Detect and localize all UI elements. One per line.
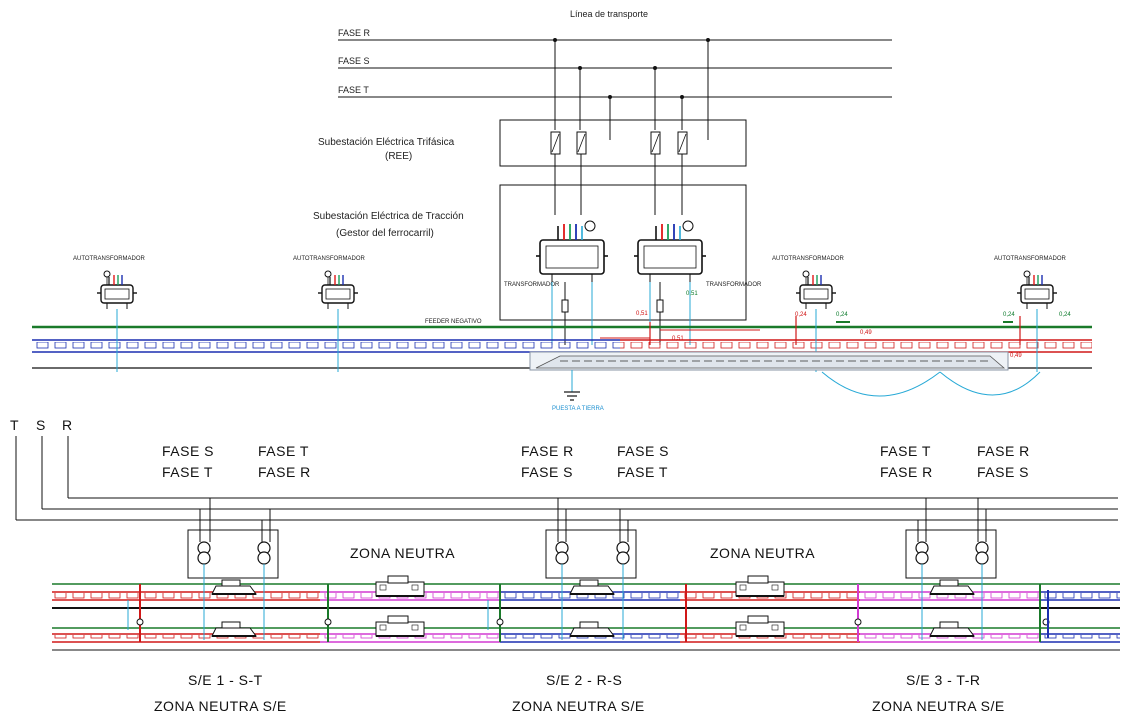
se3-phase-a2: FASE R [880, 464, 933, 480]
current-value: 0,49 [1010, 353, 1022, 359]
autotransformer-2 [317, 270, 359, 310]
current-value: 0,24 [836, 312, 848, 318]
catenary-top [32, 339, 1092, 353]
phase-taps [553, 38, 710, 140]
phase-letter-s: S [36, 417, 46, 433]
traction-substation-sublabel: (Gestor del ferrocarril) [336, 228, 434, 239]
autotransformer-label-3: AUTOTRANSFORMADOR [772, 256, 845, 262]
autotransformer-label-4: AUTOTRANSFORMADOR [994, 256, 1067, 262]
se2-phase-b1: FASE S [617, 443, 669, 459]
loco-se3-bottom [929, 621, 975, 637]
current-value: 0,49 [860, 330, 872, 336]
se2-phase-b2: FASE T [617, 464, 668, 480]
autotransformer-1 [96, 270, 138, 310]
ree-substation-sublabel: (REE) [385, 151, 412, 162]
ree-substation-label: Subestación Eléctrica Trifásica [318, 137, 455, 148]
autotransformer-3 [795, 270, 837, 310]
autotransformer-4 [1016, 270, 1058, 310]
phase-lines [338, 39, 892, 98]
current-value: 0,51 [686, 291, 698, 297]
current-value: 0,24 [1059, 312, 1071, 318]
se3-phase-b1: FASE R [977, 443, 1030, 459]
loco-se3-top [929, 579, 975, 595]
lane-crossings [127, 564, 1050, 642]
current-value: 0,51 [636, 311, 648, 317]
loco-se1-top [211, 579, 257, 595]
se1-label: S/E 1 - S-T [188, 672, 263, 688]
substation-1 [187, 498, 279, 579]
se1-neutral-label: ZONA NEUTRA S/E [154, 698, 287, 714]
earth-label: PUESTA A TIERRA [552, 406, 604, 412]
traction-substation-box [499, 184, 747, 321]
current-loops [821, 371, 1041, 397]
train-neutral-1-top [375, 575, 425, 597]
traction-transformer-1 [535, 220, 609, 283]
se3-neutral-label: ZONA NEUTRA S/E [872, 698, 1005, 714]
se1-phase-a1: FASE S [162, 443, 214, 459]
train [529, 351, 1009, 371]
se3-label: S/E 3 - T-R [906, 672, 980, 688]
phase-label-r: FASE R [338, 28, 371, 38]
substation-3 [905, 498, 997, 579]
bottom-catenary [52, 583, 1120, 651]
se3-phase-a1: FASE T [880, 443, 931, 459]
feeder-label: FEEDER NEGATIVO [425, 319, 482, 325]
se3-phase-b2: FASE S [977, 464, 1029, 480]
loco-se2-top [569, 579, 615, 595]
earth-symbol [564, 370, 580, 401]
transformer-label-1: TRANSFORMADOR [504, 282, 560, 288]
train-neutral-1-bottom [375, 615, 425, 637]
phase-label-s: FASE S [338, 56, 370, 66]
phase-letter-r: R [62, 417, 73, 433]
se1-phase-b2: FASE R [258, 464, 311, 480]
return-current-paths [600, 316, 1021, 345]
se2-label: S/E 2 - R-S [546, 672, 622, 688]
autotransformer-label-2: AUTOTRANSFORMADOR [293, 256, 366, 262]
neutral-zone-label-1: ZONA NEUTRA [350, 545, 455, 561]
current-value: 0,24 [1003, 312, 1015, 318]
ree-substation-box [499, 119, 747, 167]
se1-phase-a2: FASE T [162, 464, 213, 480]
loco-se2-bottom [569, 621, 615, 637]
autotransformer-label-1: AUTOTRANSFORMADOR [73, 256, 146, 262]
neutral-zone-label-2: ZONA NEUTRA [710, 545, 815, 561]
se1-phase-b1: FASE T [258, 443, 309, 459]
traction-outputs [551, 282, 691, 345]
loco-se1-bottom [211, 621, 257, 637]
current-value: 0,51 [672, 336, 684, 342]
se2-neutral-label: ZONA NEUTRA S/E [512, 698, 645, 714]
train-neutral-2-bottom [735, 615, 785, 637]
se2-phase-a2: FASE S [521, 464, 573, 480]
traction-transformer-2 [633, 220, 707, 283]
phase-label-t: FASE T [338, 85, 369, 95]
phase-letter-t: T [10, 417, 19, 433]
se2-phase-a1: FASE R [521, 443, 574, 459]
current-value: 0,24 [795, 312, 807, 318]
three-phase-bus [15, 436, 1118, 521]
traction-substation-label: Subestación Eléctrica de Tracción [313, 211, 464, 222]
ree-breakers [550, 131, 688, 155]
transformer-label-2: TRANSFORMADOR [706, 282, 762, 288]
train-neutral-2-top [735, 575, 785, 597]
transport-line-title: Línea de transporte [570, 9, 648, 19]
substation-2 [545, 498, 637, 579]
